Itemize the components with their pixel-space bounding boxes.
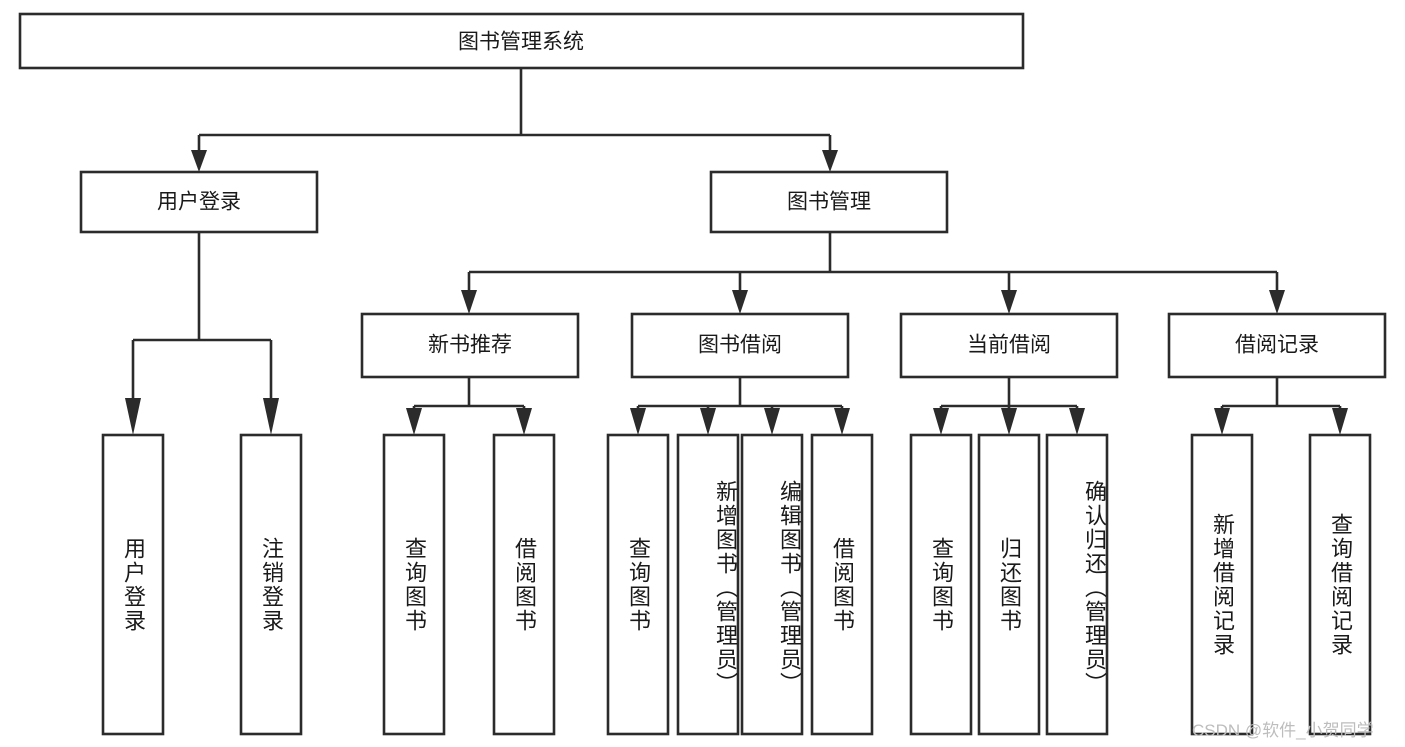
node-root-label: 图书管理系统 bbox=[458, 31, 584, 54]
node-user-login-box[interactable] bbox=[79, 170, 319, 234]
arrow-bookmgmt-c1 bbox=[461, 290, 477, 314]
node-current-borrow-label: 当前借阅 bbox=[967, 334, 1051, 357]
node-leaf-nb-borrow-box[interactable] bbox=[492, 433, 556, 736]
node-leaf-cb-return-box[interactable] bbox=[977, 433, 1041, 736]
node-leaf-bb-borrow-box[interactable] bbox=[810, 433, 874, 736]
node-borrow-record-label: 借阅记录 bbox=[1235, 334, 1319, 357]
arrow-bookmgmt-c4 bbox=[1269, 290, 1285, 314]
arrow-borrow-l3 bbox=[764, 408, 780, 435]
arrow-userlogin-l2 bbox=[263, 398, 279, 435]
node-leaf-cb-query-box[interactable] bbox=[909, 433, 973, 736]
arrow-record-l2 bbox=[1332, 408, 1348, 435]
arrow-bookmgmt-c3 bbox=[1001, 290, 1017, 314]
arrow-current-l2 bbox=[1001, 408, 1017, 435]
node-leaf-logout-box[interactable] bbox=[239, 433, 303, 736]
node-leaf-bb-add-box[interactable] bbox=[676, 433, 740, 736]
arrow-current-l1 bbox=[933, 408, 949, 435]
node-current-borrow-box[interactable] bbox=[899, 312, 1119, 379]
node-layer bbox=[18, 12, 1387, 736]
node-book-management-label: 图书管理 bbox=[787, 191, 871, 214]
arrow-userlogin-l1 bbox=[125, 398, 141, 435]
arrow-current-l3 bbox=[1069, 408, 1085, 435]
node-book-management-box[interactable] bbox=[709, 170, 949, 234]
node-book-borrow-label: 图书借阅 bbox=[698, 334, 782, 357]
arrow-borrow-l1 bbox=[630, 408, 646, 435]
node-user-login-label: 用户登录 bbox=[157, 191, 241, 214]
arrow-root-to-book-mgmt bbox=[822, 150, 838, 172]
node-leaf-bb-query-box[interactable] bbox=[606, 433, 670, 736]
arrow-root-to-user-login bbox=[191, 150, 207, 172]
node-leaf-bb-edit-box[interactable] bbox=[740, 433, 804, 736]
node-new-book-label: 新书推荐 bbox=[428, 334, 512, 357]
node-leaf-cb-confirm-box[interactable] bbox=[1045, 433, 1109, 736]
arrow-bookmgmt-c2 bbox=[732, 290, 748, 314]
node-leaf-user-login-box[interactable] bbox=[101, 433, 165, 736]
csdn-watermark: CSDN @软件_小贺同学 bbox=[1192, 721, 1374, 740]
arrow-borrow-l4 bbox=[834, 408, 850, 435]
arrow-newbook-l2 bbox=[516, 408, 532, 435]
arrow-borrow-l2 bbox=[700, 408, 716, 435]
node-borrow-record-box[interactable] bbox=[1167, 312, 1387, 379]
arrow-record-l1 bbox=[1214, 408, 1230, 435]
node-leaf-nb-query-box[interactable] bbox=[382, 433, 446, 736]
node-new-book-box[interactable] bbox=[360, 312, 580, 379]
node-root-box[interactable] bbox=[18, 12, 1025, 70]
node-book-borrow-box[interactable] bbox=[630, 312, 850, 379]
node-leaf-br-add-box[interactable] bbox=[1190, 433, 1254, 736]
node-leaf-br-query-box[interactable] bbox=[1308, 433, 1372, 736]
arrow-newbook-l1 bbox=[406, 408, 422, 435]
label-layer: 图书管理系统 用户登录 图书管理 新书推荐 图书借阅 当前借阅 借阅记录 bbox=[157, 31, 1319, 357]
connector-layer bbox=[125, 68, 1348, 435]
